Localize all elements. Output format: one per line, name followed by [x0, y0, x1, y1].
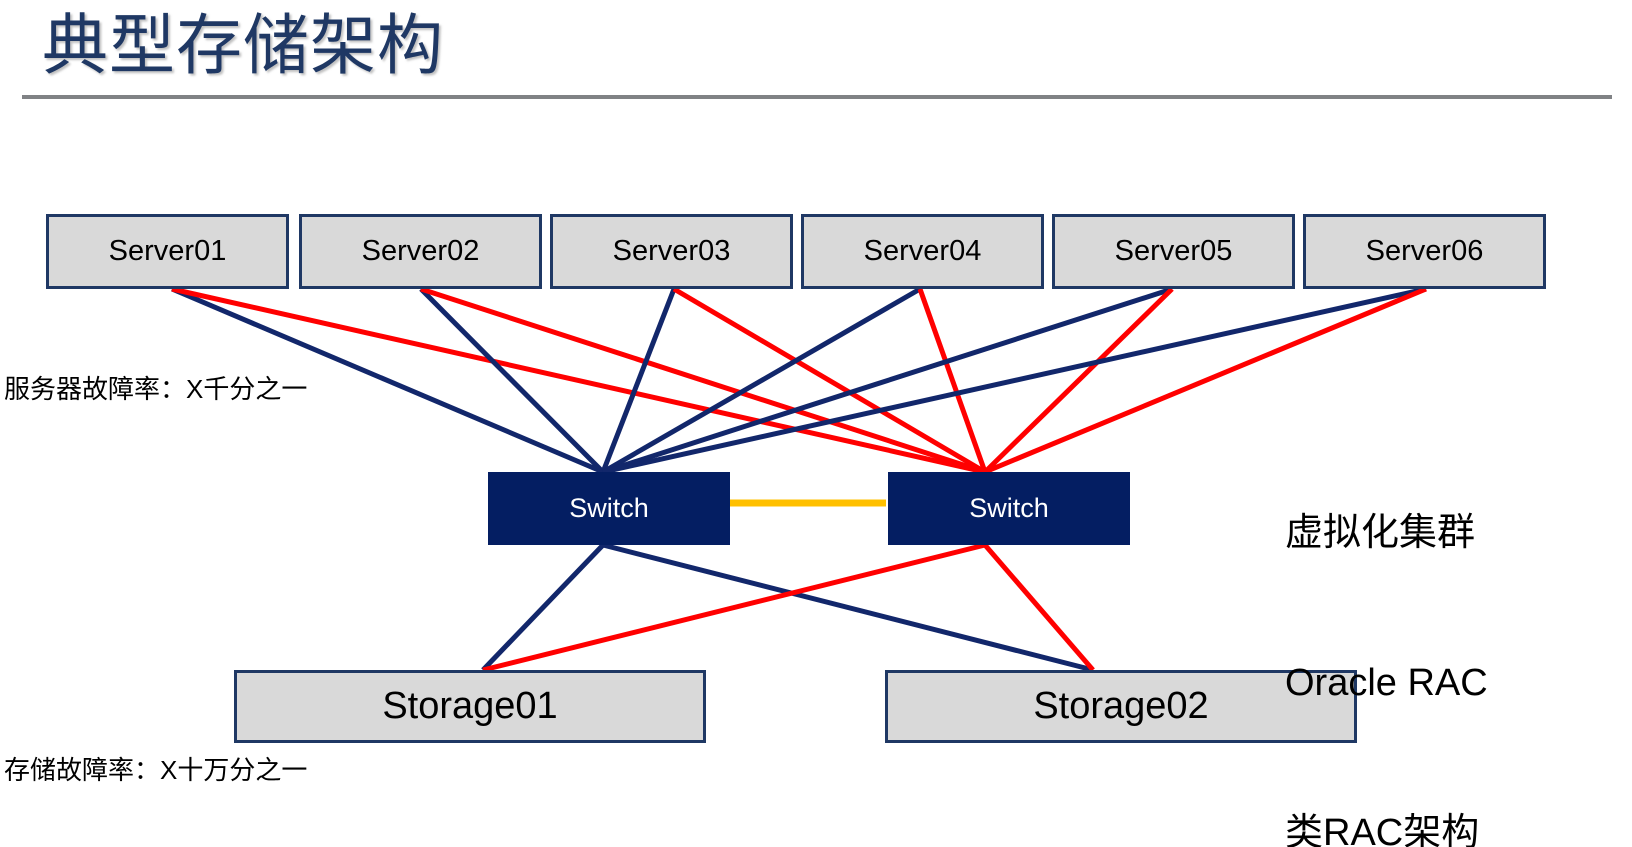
wire-switch-left-to-storage-02: [602, 542, 1094, 673]
wire-server-5-to-switch-right: [983, 287, 1174, 474]
wire-server-4-to-switch-right: [917, 288, 988, 473]
title-divider: [22, 95, 1612, 99]
node-server-01[interactable]: Server01: [46, 214, 289, 289]
wire-switch-left-to-storage-01: [481, 543, 605, 672]
node-label: Switch: [569, 493, 649, 523]
page-title: 典型存储架构: [42, 8, 444, 82]
node-label: Server05: [1114, 235, 1233, 267]
node-server-03[interactable]: Server03: [550, 214, 793, 289]
node-storage-01[interactable]: Storage01: [234, 670, 706, 743]
wire-server-2-to-switch-left: [419, 287, 605, 474]
node-switch-left[interactable]: Switch: [488, 472, 730, 545]
wire-server-6-to-switch-right: [984, 286, 1427, 475]
wire-server-2-to-switch-right: [420, 286, 986, 475]
annotation-cluster-types: 虚拟化集群 Oracle RAC 类RAC架构: [1285, 408, 1488, 847]
wire-server-6-to-switch-left: [602, 286, 1427, 475]
node-label: Storage01: [382, 685, 558, 727]
node-label: Server02: [361, 235, 480, 267]
wire-server-1-to-switch-right: [171, 286, 986, 475]
node-server-06[interactable]: Server06: [1303, 214, 1546, 289]
annotation-storage-failure-rate: 存储故障率：X十万分之一: [4, 755, 308, 785]
wire-server-5-to-switch-left: [602, 286, 1173, 475]
node-server-05[interactable]: Server05: [1052, 214, 1295, 289]
node-label: Server04: [863, 235, 982, 267]
annotation-cluster-line-1: 虚拟化集群: [1285, 512, 1476, 554]
wire-server-1-to-switch-left: [171, 286, 604, 475]
node-switch-right[interactable]: Switch: [888, 472, 1130, 545]
node-server-04[interactable]: Server04: [801, 214, 1044, 289]
annotation-cluster-line-2: Oracle RAC: [1285, 662, 1488, 704]
node-label: Server01: [108, 235, 227, 267]
wire-switch-right-to-storage-02: [983, 543, 1095, 672]
annotation-server-failure-rate: 服务器故障率：X千分之一: [4, 374, 308, 404]
node-label: Storage02: [1033, 685, 1209, 727]
wire-server-4-to-switch-left: [601, 286, 922, 475]
annotation-cluster-line-3: 类RAC架构: [1285, 812, 1480, 847]
wire-server-3-to-switch-left: [600, 288, 677, 473]
node-storage-02[interactable]: Storage02: [885, 670, 1357, 743]
node-label: Switch: [969, 493, 1049, 523]
node-label: Server03: [612, 235, 731, 267]
node-label: Server06: [1365, 235, 1484, 267]
wire-switch-right-to-storage-01: [482, 542, 986, 673]
node-server-02[interactable]: Server02: [299, 214, 542, 289]
wire-server-3-to-switch-right: [672, 286, 987, 475]
